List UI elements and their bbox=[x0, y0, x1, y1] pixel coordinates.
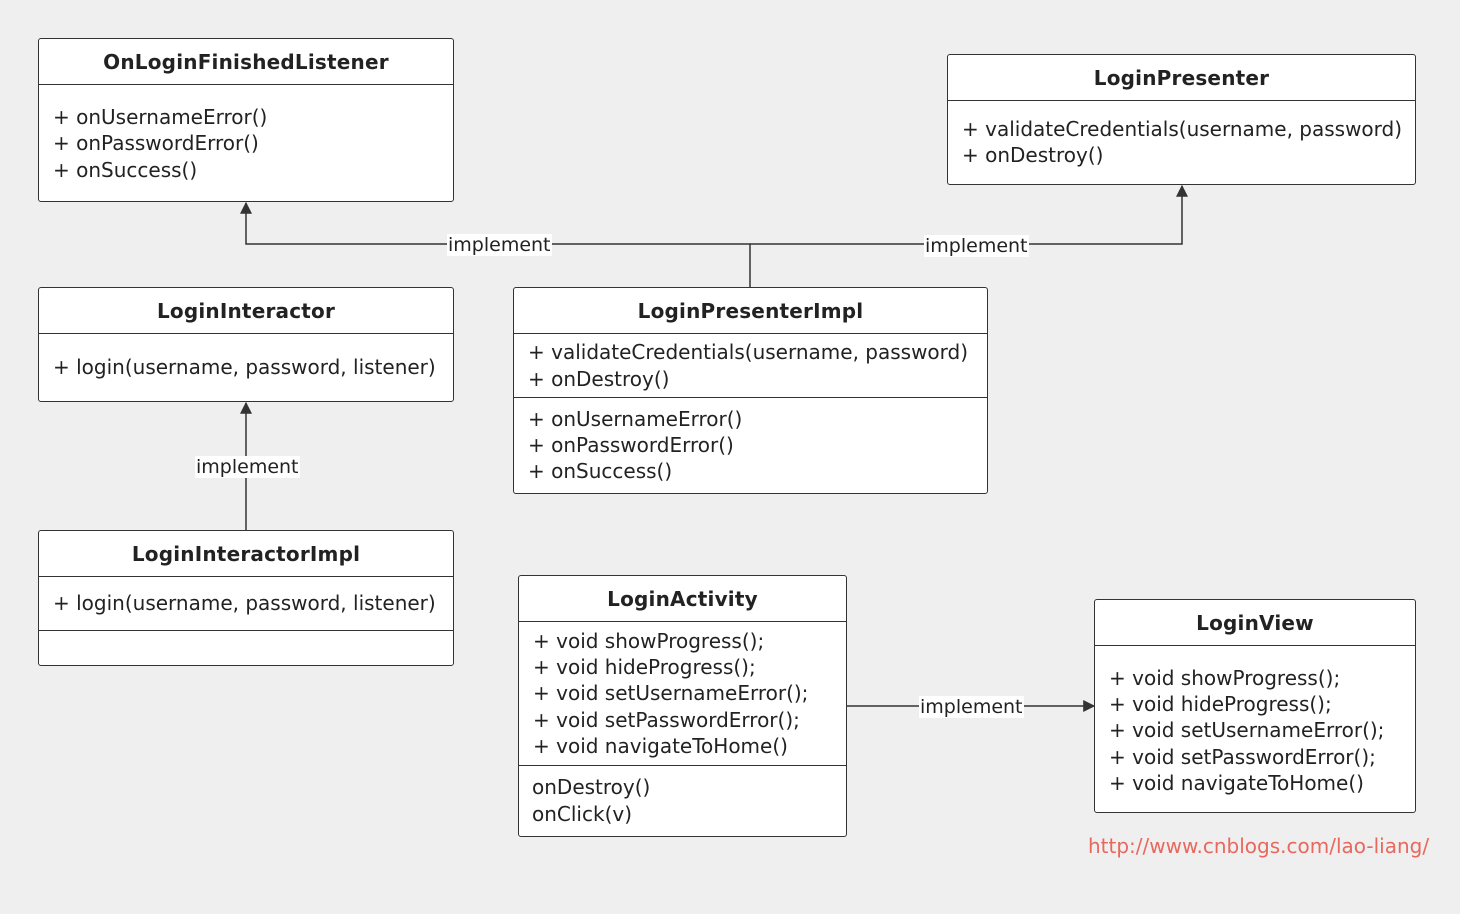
method-item: + void navigateToHome() bbox=[1109, 770, 1364, 795]
method-item: onDestroy() bbox=[532, 775, 651, 800]
implement-label: implement bbox=[924, 235, 1029, 257]
method-item: + login(username, password, listener) bbox=[53, 354, 436, 379]
callback-list: onDestroy() onClick(v) bbox=[519, 766, 846, 835]
method-item: + onDestroy() bbox=[962, 143, 1104, 167]
method-item: + void showProgress(); bbox=[533, 628, 765, 653]
method-item: + onDestroy() bbox=[528, 366, 670, 391]
method-item: + void setUsernameError(); bbox=[533, 681, 809, 706]
class-name: LoginInteractorImpl bbox=[39, 531, 453, 577]
method-item: + validateCredentials(username, password… bbox=[528, 340, 969, 365]
method-item: + void navigateToHome() bbox=[533, 733, 788, 758]
method-list: + login(username, password, listener) bbox=[39, 334, 453, 400]
method-item: + onUsernameError() bbox=[53, 105, 268, 130]
method-item: + onSuccess() bbox=[528, 459, 673, 484]
method-list: + void showProgress(); + void hideProgre… bbox=[519, 622, 846, 766]
method-item: + validateCredentials(username, password… bbox=[962, 116, 1403, 141]
empty-section bbox=[39, 631, 453, 664]
method-list: + validateCredentials(username, password… bbox=[948, 101, 1415, 183]
method-list: + validateCredentials(username, password… bbox=[514, 334, 987, 398]
method-item: + login(username, password, listener) bbox=[53, 591, 436, 616]
class-name: LoginPresenterImpl bbox=[514, 288, 987, 334]
method-list: + onUsernameError() + onPasswordError() … bbox=[39, 85, 453, 200]
class-on-login-finished-listener[interactable]: OnLoginFinishedListener + onUsernameErro… bbox=[38, 38, 454, 202]
implement-edge-presenter-impl-to-presenter bbox=[750, 184, 1188, 245]
method-item: + void setPasswordError(); bbox=[533, 707, 800, 732]
implement-label: implement bbox=[195, 456, 300, 478]
method-item: + void showProgress(); bbox=[1109, 665, 1341, 690]
class-login-interactor[interactable]: LoginInteractor + login(username, passwo… bbox=[38, 287, 454, 402]
implement-label: implement bbox=[919, 696, 1024, 718]
method-item: + void hideProgress(); bbox=[1109, 692, 1332, 717]
implement-label: implement bbox=[447, 234, 552, 256]
method-item: + onSuccess() bbox=[53, 157, 198, 182]
method-item: + onPasswordError() bbox=[528, 432, 734, 457]
class-login-presenter[interactable]: LoginPresenter + validateCredentials(use… bbox=[947, 54, 1416, 185]
class-login-view[interactable]: LoginView + void showProgress(); + void … bbox=[1094, 599, 1416, 813]
method-item: + void setUsernameError(); bbox=[1109, 718, 1385, 743]
class-login-presenter-impl[interactable]: LoginPresenterImpl + validateCredentials… bbox=[513, 287, 988, 494]
method-list: + login(username, password, listener) bbox=[39, 577, 453, 631]
method-list: + void showProgress(); + void hideProgre… bbox=[1095, 646, 1415, 811]
method-item: + void hideProgress(); bbox=[533, 655, 756, 680]
callback-list: + onUsernameError() + onPasswordError() … bbox=[514, 398, 987, 492]
method-item: + onUsernameError() bbox=[528, 406, 743, 431]
source-watermark-link[interactable]: http://www.cnblogs.com/lao-liang/ bbox=[1088, 834, 1430, 858]
class-name: LoginView bbox=[1095, 600, 1415, 646]
method-item: onClick(v) bbox=[532, 801, 633, 826]
class-name: LoginInteractor bbox=[39, 288, 453, 334]
class-name: OnLoginFinishedListener bbox=[39, 39, 453, 85]
class-login-interactor-impl[interactable]: LoginInteractorImpl + login(username, pa… bbox=[38, 530, 454, 666]
class-login-activity[interactable]: LoginActivity + void showProgress(); + v… bbox=[518, 575, 847, 837]
class-name: LoginPresenter bbox=[948, 55, 1415, 101]
method-item: + void setPasswordError(); bbox=[1109, 744, 1376, 769]
method-item: + onPasswordError() bbox=[53, 131, 259, 156]
class-name: LoginActivity bbox=[519, 576, 846, 622]
